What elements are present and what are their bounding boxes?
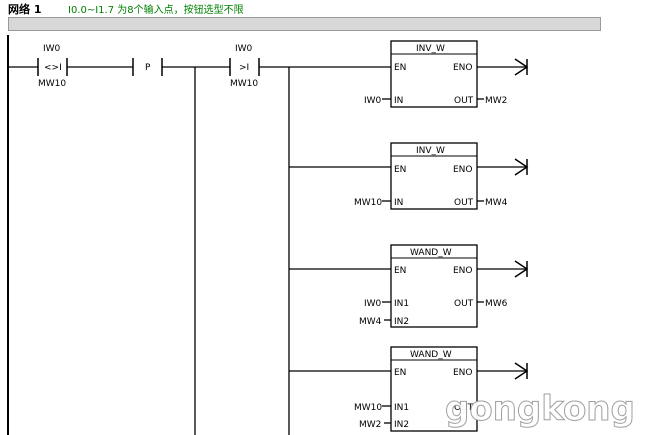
block-output-operand: MW6 xyxy=(485,299,508,309)
block-input-pin: IN1 xyxy=(394,403,409,413)
block-en-pin: EN xyxy=(394,368,406,378)
positive-transition-contact[interactable]: P xyxy=(132,58,163,76)
block-input-operand: MW10 xyxy=(354,198,382,208)
block-input-operand: MW2 xyxy=(359,420,381,430)
network-comment-bar[interactable] xyxy=(8,17,601,31)
gongkong-watermark: gongkong xyxy=(445,389,635,429)
block-eno-pin: ENO xyxy=(453,266,473,276)
wire-segment xyxy=(390,346,478,432)
wire-segment xyxy=(390,142,478,210)
block-output-pin: OUT xyxy=(454,198,474,208)
block-name: WAND_W xyxy=(410,248,452,258)
block-input-operand: MW4 xyxy=(359,317,382,327)
contact-bottom-operand: MW10 xyxy=(230,79,258,89)
block-eno-pin: ENO xyxy=(453,368,473,378)
network-comment[interactable]: I0.0~I1.7 为8个输入点，按钮选型不限 xyxy=(68,5,244,16)
contact-symbol: <>I xyxy=(44,63,62,73)
block-en-pin: EN xyxy=(394,63,406,73)
eno-coil-arrow-icon xyxy=(514,362,529,380)
block-output-pin: OUT xyxy=(454,96,474,106)
block-name: INV_W xyxy=(416,146,445,156)
block-en-pin: EN xyxy=(394,266,406,276)
function-block-wand-w-1[interactable]: WAND_W EN ENO IN1 IN2 OUT IW0 MW4 MW6 xyxy=(359,244,529,328)
contact-symbol: P xyxy=(145,63,151,73)
contact-top-operand: IW0 xyxy=(235,44,253,54)
block-output-pin: OUT xyxy=(454,403,474,413)
block-input-pin: IN2 xyxy=(394,420,409,430)
compare-greater-contact[interactable]: IW0 >I MW10 xyxy=(229,44,260,89)
eno-coil-arrow-icon xyxy=(514,158,529,176)
block-en-pin: EN xyxy=(394,165,406,175)
block-output-pin: OUT xyxy=(454,299,474,309)
compare-not-equal-contact[interactable]: IW0 <>I MW10 xyxy=(37,44,68,89)
eno-coil-arrow-icon xyxy=(514,58,529,76)
rung-wires xyxy=(8,66,391,435)
block-input-pin: IN2 xyxy=(394,317,409,327)
block-input-pin: IN1 xyxy=(394,299,409,309)
wire-segment xyxy=(390,40,478,108)
block-input-operand: MW10 xyxy=(354,403,382,413)
network-header: 网络 1 I0.0~I1.7 为8个输入点，按钮选型不限 xyxy=(0,0,650,16)
network-title[interactable]: 网络 1 xyxy=(8,3,42,16)
contact-symbol: >I xyxy=(239,63,249,73)
block-name: INV_W xyxy=(416,44,445,54)
function-block-inv-w-2[interactable]: INV_W EN ENO IN OUT MW10 MW4 xyxy=(354,142,529,210)
eno-coil-arrow-icon xyxy=(514,260,529,278)
block-output-operand: MW2 xyxy=(485,96,507,106)
contact-top-operand: IW0 xyxy=(43,44,61,54)
block-eno-pin: ENO xyxy=(453,63,473,73)
function-block-wand-w-2[interactable]: WAND_W EN ENO IN1 IN2 OUT MW10 MW2 xyxy=(354,346,529,432)
wire-segment xyxy=(390,244,478,328)
block-input-operand: IW0 xyxy=(364,96,382,106)
block-eno-pin: ENO xyxy=(453,165,473,175)
function-block-inv-w-1[interactable]: INV_W EN ENO IN OUT IW0 MW2 xyxy=(364,40,529,108)
contact-bottom-operand: MW10 xyxy=(38,79,66,89)
block-input-pin: IN xyxy=(394,198,403,208)
block-input-operand: IW0 xyxy=(364,299,382,309)
block-input-pin: IN xyxy=(394,96,403,106)
block-output-operand: MW4 xyxy=(485,198,508,208)
block-name: WAND_W xyxy=(410,350,452,360)
